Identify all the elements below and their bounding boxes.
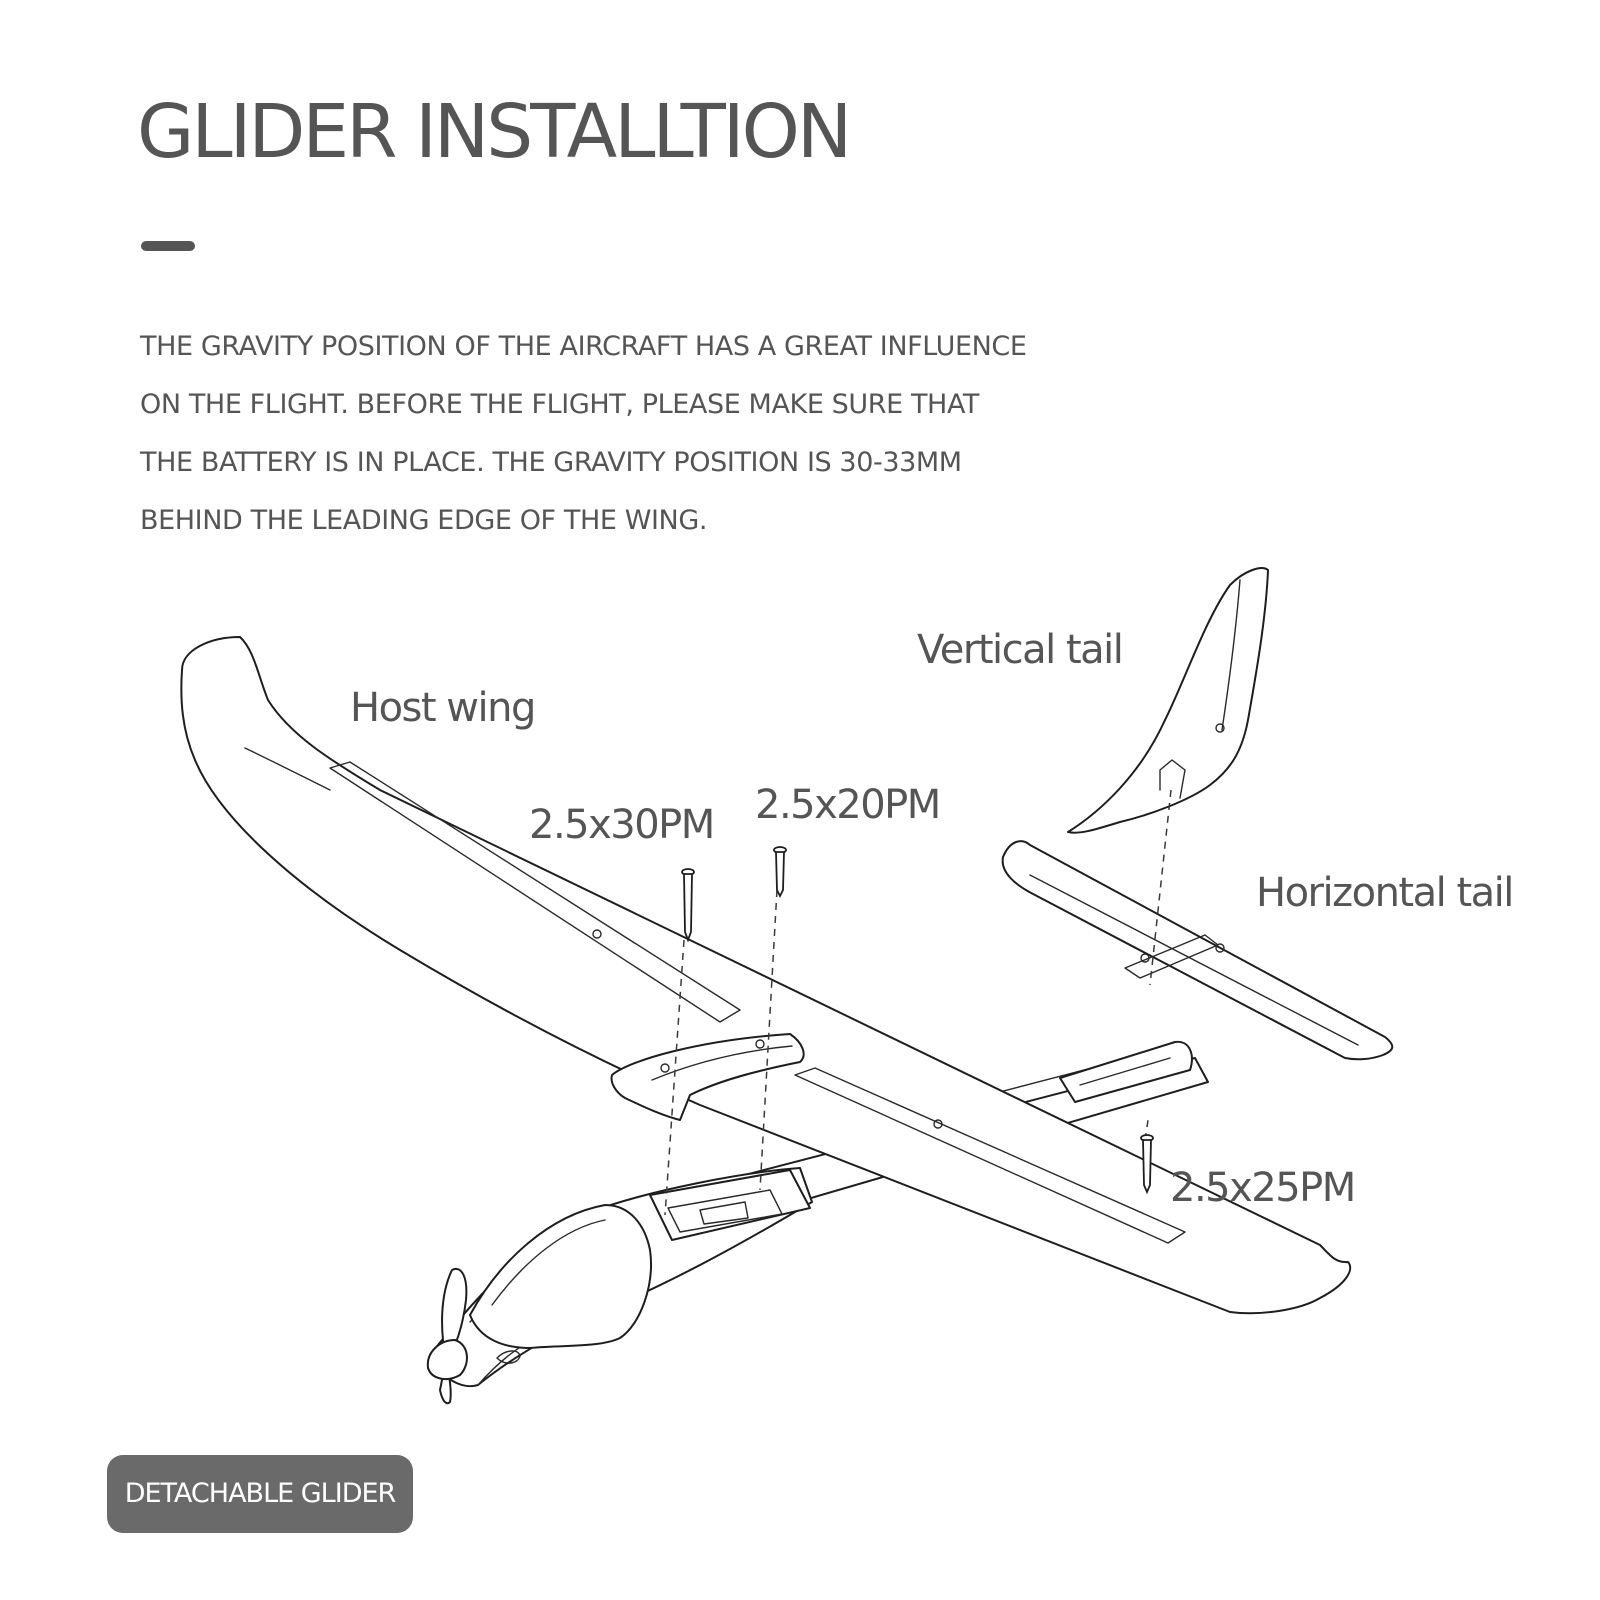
title-underline (141, 241, 195, 251)
screw-30pm-label: 2.5x30PM (529, 802, 715, 848)
screw-25pm-label: 2.5x25PM (1170, 1165, 1356, 1211)
screw-20pm (773, 846, 787, 899)
horizontal-tail-label: Horizontal tail (1256, 870, 1514, 916)
detachable-glider-badge: DETACHABLE GLIDER (107, 1455, 413, 1533)
propeller (426, 1267, 521, 1405)
intro-line: THE GRAVITY POSITION OF THE AIRCRAFT HAS… (140, 331, 1027, 362)
intro-line: ON THE FLIGHT. BEFORE THE FLIGHT, PLEASE… (140, 389, 980, 420)
intro-paragraph: THE GRAVITY POSITION OF THE AIRCRAFT HAS… (140, 318, 1160, 550)
vertical-tail (1067, 567, 1269, 834)
host-wing-label: Host wing (350, 685, 536, 731)
intro-line: BEHIND THE LEADING EDGE OF THE WING. (140, 505, 708, 536)
fin-socket (1059, 1040, 1193, 1103)
screw-20pm-label: 2.5x20PM (755, 782, 941, 828)
wing-saddle (649, 1169, 811, 1241)
canopy (469, 1204, 652, 1349)
vertical-tail-label: Vertical tail (917, 627, 1124, 673)
screw-25pm (1140, 1134, 1154, 1195)
page-title: GLIDER INSTALLTION (137, 89, 852, 175)
host-wing (180, 636, 1352, 1315)
screw-30pm (681, 868, 695, 943)
intro-line: THE BATTERY IS IN PLACE. THE GRAVITY POS… (140, 447, 962, 478)
horizontal-tail (1001, 840, 1394, 1061)
